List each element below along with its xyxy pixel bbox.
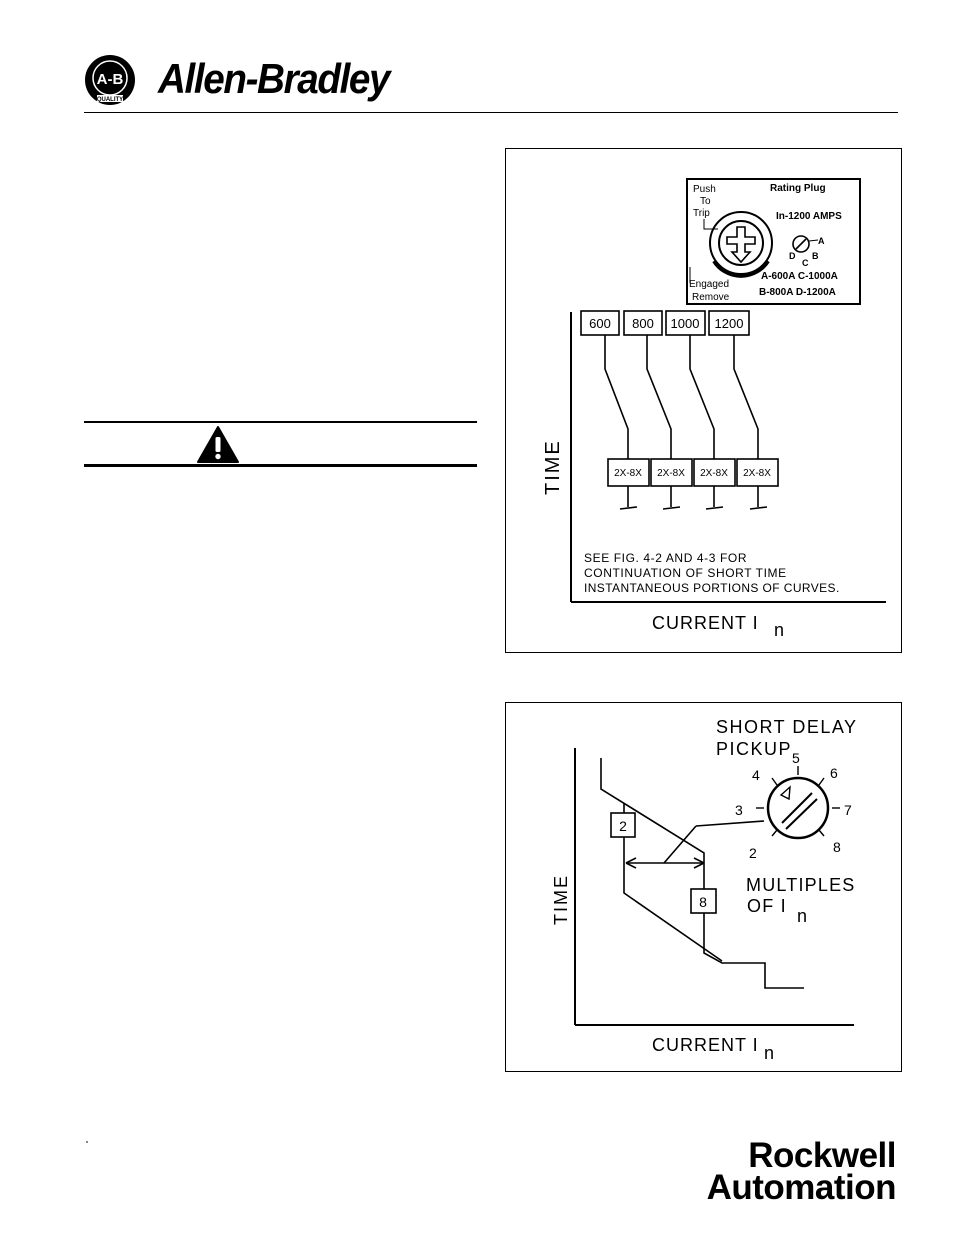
dial-letter-b: B [812, 251, 819, 261]
push-label: Push [693, 184, 716, 195]
figure-short-delay-diagram: SHORT DELAY PICKUP 2 3 4 5 6 7 8 MULTIPL… [551, 717, 858, 1063]
logo-badge-sub: QUALITY [97, 97, 123, 103]
y-axis-label: TIME [551, 874, 571, 925]
header-rule [84, 112, 898, 113]
dial-number-7: 7 [844, 802, 852, 818]
x-axis-label: CURRENT I [652, 1035, 759, 1055]
page-mark [86, 1141, 88, 1143]
warning-rule-bottom [84, 464, 477, 467]
svg-text:2X-8X: 2X-8X [657, 468, 685, 479]
multiples-label-2: OF I [747, 896, 787, 916]
rating-plug-title: Rating Plug [770, 183, 826, 194]
short-delay-curves [600, 758, 804, 989]
push-to-trip-knob [709, 211, 773, 278]
short-delay-title-2: PICKUP [716, 739, 792, 759]
brand-name: Allen-Bradley [158, 55, 391, 102]
x-axis-label: CURRENT I [652, 613, 759, 633]
dial-letter-a: A [818, 236, 825, 246]
svg-text:2X-8X: 2X-8X [614, 468, 642, 479]
rating-800: 800 [632, 316, 654, 331]
multiplier-box-4: 2X-8X [736, 458, 779, 487]
y-axis-label: TIME [542, 439, 564, 495]
pickup-box-8: 8 [690, 888, 717, 914]
rating-box-1000: 1000 [665, 310, 706, 336]
dial-number-8: 8 [833, 839, 841, 855]
svg-text:2: 2 [619, 818, 627, 834]
rockwell-automation-logo: Rockwell Automation [650, 1136, 897, 1207]
note-line-2: CONTINUATION OF SHORT TIME [584, 566, 787, 580]
short-delay-title-1: SHORT DELAY [716, 717, 858, 737]
warning-triangle-icon [197, 426, 239, 463]
rating-1200: 1200 [715, 316, 744, 331]
dial-letter-c: C [802, 258, 809, 268]
dial-number-3: 3 [735, 802, 743, 818]
to-label: To [700, 196, 711, 207]
multiplier-box-2: 2X-8X [650, 458, 693, 487]
rating-600: 600 [589, 316, 611, 331]
dial-number-5: 5 [792, 750, 800, 766]
figure-rating-plug: Push To Trip Engaged Remove Rating Plug … [505, 148, 902, 653]
rating-box-600: 600 [580, 310, 620, 336]
rating-box-800: 800 [623, 310, 663, 336]
multiples-label-1: MULTIPLES [746, 875, 856, 895]
pickup-box-2: 2 [610, 812, 636, 838]
rating-box-1200: 1200 [708, 310, 750, 336]
figure-rating-plug-diagram: Push To Trip Engaged Remove Rating Plug … [542, 178, 886, 640]
x-axis-subscript: n [764, 1043, 774, 1063]
long-time-curves [604, 335, 768, 510]
warning-rule-top [84, 421, 477, 423]
short-delay-dial-icon [756, 766, 840, 840]
dial-number-2: 2 [749, 845, 757, 861]
remove-label: Remove [692, 292, 730, 303]
trip-unit-panel [686, 178, 861, 305]
svg-text:2X-8X: 2X-8X [700, 468, 728, 479]
rating-1000: 1000 [671, 316, 700, 331]
logo-badge-text: A-B [97, 71, 124, 88]
legend-line-1: A-600A C-1000A [761, 271, 838, 282]
figure-short-delay-pickup: SHORT DELAY PICKUP 2 3 4 5 6 7 8 MULTIPL… [505, 702, 902, 1072]
rockwell-line: Rockwell [748, 1136, 896, 1175]
trip-label: Trip [693, 208, 710, 219]
dial-number-4: 4 [752, 767, 760, 783]
dial-number-6: 6 [830, 765, 838, 781]
multiplier-box-1: 2X-8X [607, 458, 650, 487]
multiplier-box-3: 2X-8X [693, 458, 736, 487]
note-line-1: SEE FIG. 4-2 AND 4-3 FOR [584, 551, 747, 565]
dial-letter-d: D [789, 251, 796, 261]
x-axis-subscript: n [774, 620, 784, 640]
svg-text:8: 8 [699, 894, 707, 910]
allen-bradley-logo-icon: A-B QUALITY [85, 55, 135, 105]
svg-text:2X-8X: 2X-8X [743, 468, 771, 479]
note-line-3: INSTANTANEOUS PORTIONS OF CURVES. [584, 581, 840, 595]
rating-value: In-1200 AMPS [776, 211, 842, 222]
multiples-subscript: n [797, 906, 807, 926]
legend-line-2: B-800A D-1200A [759, 287, 836, 298]
automation-line: Automation [706, 1168, 897, 1207]
engaged-label: Engaged [689, 279, 729, 290]
rating-selector-dial: A B C D [789, 235, 825, 268]
